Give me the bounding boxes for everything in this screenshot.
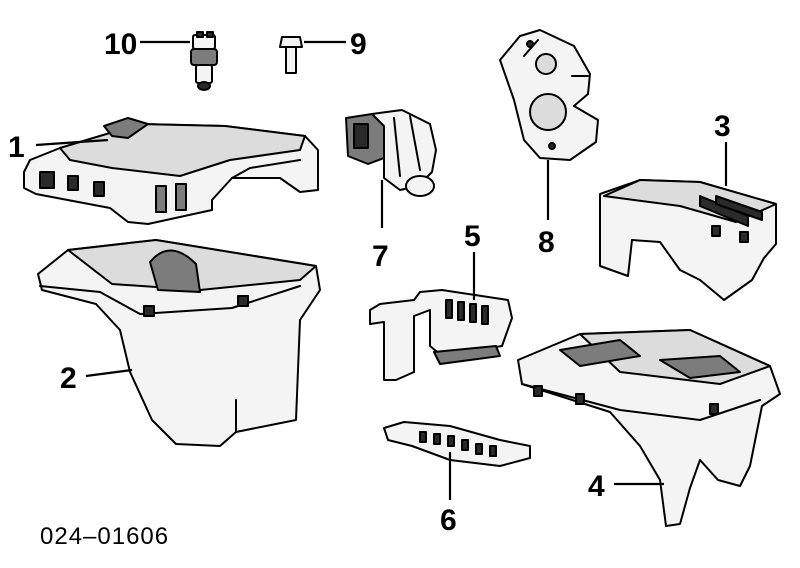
leader-lines — [35, 40, 728, 500]
part-1-cover — [23, 117, 319, 225]
callout-7: 7 — [372, 240, 389, 273]
callout-4: 4 — [588, 470, 605, 503]
callout-9: 9 — [350, 28, 367, 61]
part-4-tray — [517, 329, 781, 527]
callout-3: 3 — [714, 110, 731, 143]
part-2-box-body — [37, 239, 321, 447]
part-6-strip — [383, 421, 531, 467]
part-3-box-cover — [599, 179, 777, 301]
diagram-part-number: 024–01606 — [40, 523, 169, 550]
leader-1 — [35, 138, 109, 147]
callout-5: 5 — [464, 220, 481, 253]
part-9-bolt — [279, 36, 303, 74]
part-5-bracket — [369, 289, 513, 381]
part-7-elbow — [345, 109, 437, 197]
callout-1: 1 — [8, 131, 25, 164]
callout-labels: 10 9 1 2 3 4 5 6 7 8 — [8, 28, 731, 537]
part-10-sensor — [190, 31, 218, 91]
callout-6: 6 — [440, 504, 457, 537]
callout-8: 8 — [538, 226, 555, 259]
leader-2 — [85, 368, 133, 378]
callout-10: 10 — [104, 28, 137, 61]
part-8-plate — [499, 29, 599, 161]
callout-2: 2 — [60, 362, 77, 395]
